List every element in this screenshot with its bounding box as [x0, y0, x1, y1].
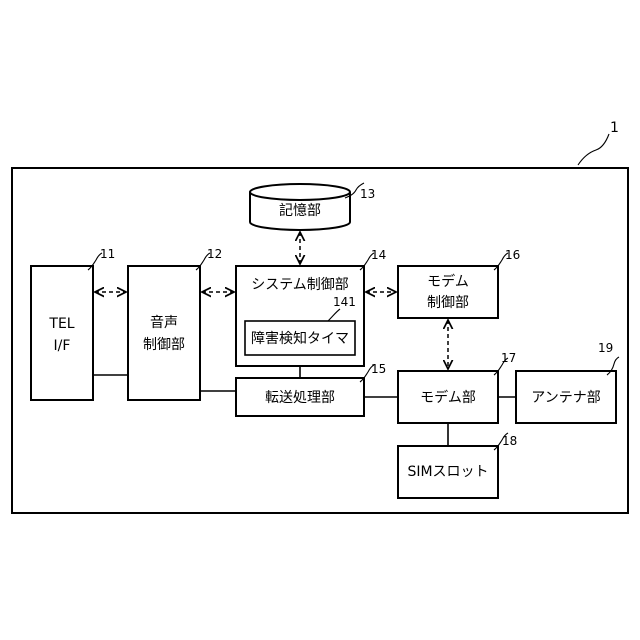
voice-control-box — [128, 266, 200, 400]
antenna-label: アンテナ部 — [531, 390, 600, 406]
voice-control-label-line1: 音声 — [150, 314, 178, 331]
modem-control-ref-number: 16 — [505, 248, 520, 262]
antenna-ref-number: 19 — [598, 341, 613, 355]
voice-control-label-line2: 制御部 — [143, 337, 185, 353]
modem-label: モデム部 — [420, 389, 476, 406]
fault-timer-label: 障害検知タイマ — [251, 330, 349, 347]
sim-slot-label: SIMスロット — [407, 464, 488, 480]
modem-control-label-line2: 制御部 — [427, 295, 469, 311]
tel-if-ref-number: 11 — [100, 247, 115, 261]
modem-control-label-line1: モデム — [427, 273, 469, 290]
system-control-block: システム制御部 14 障害検知タイマ 141 — [236, 248, 386, 366]
device-ref-number: 1 — [610, 120, 619, 136]
storage-cylinder-top — [250, 184, 350, 200]
sim-slot-ref-number: 18 — [502, 434, 517, 448]
transfer-label: 転送処理部 — [265, 390, 335, 406]
system-control-label: システム制御部 — [251, 277, 349, 293]
transfer-ref-number: 15 — [371, 362, 386, 376]
modem-ref-number: 17 — [501, 351, 516, 365]
fault-timer-ref-number: 141 — [333, 295, 356, 309]
storage-label: 記憶部 — [279, 202, 321, 219]
tel-if-label-line1: TEL — [48, 316, 74, 332]
system-control-ref-number: 14 — [371, 248, 386, 262]
device-ref-leader — [578, 134, 609, 165]
tel-if-label-line2: I/F — [54, 338, 71, 354]
voice-control-ref-number: 12 — [207, 247, 222, 261]
storage-ref-number: 13 — [360, 187, 375, 201]
tel-if-box — [31, 266, 93, 400]
